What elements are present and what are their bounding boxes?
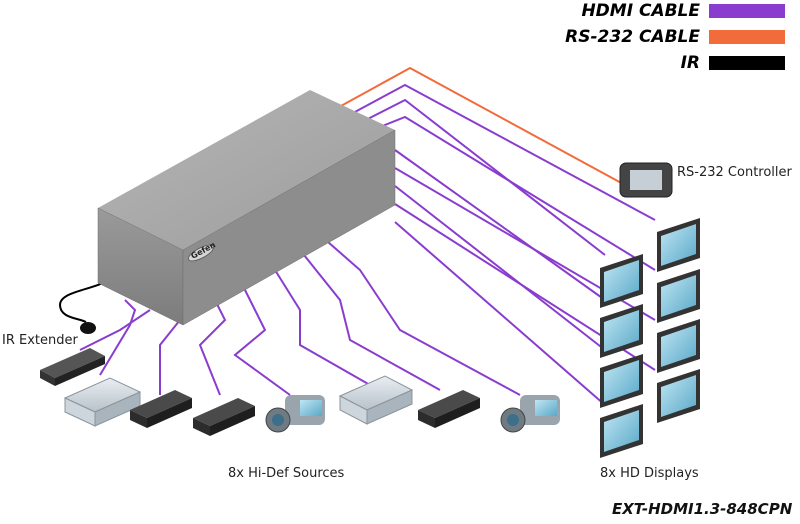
display-1 <box>657 218 700 272</box>
hdmi-cable-in-4 <box>233 289 291 396</box>
source-camcorder-7 <box>500 395 560 433</box>
ir-cable <box>58 281 106 323</box>
hdmi-cable-in-6 <box>299 249 441 391</box>
hdmi-cable-out-6 <box>394 185 606 351</box>
matrix-switcher <box>97 90 396 326</box>
hdmi-cable-out-1 <box>339 83 656 221</box>
hdmi-cable-out-8 <box>394 221 606 406</box>
controller-label: RS-232 Controller <box>677 165 792 180</box>
sources <box>63 375 560 436</box>
hdmi-cable-in-1 <box>99 299 137 376</box>
model-number: EXT-HDMI1.3-848CPN <box>612 500 793 518</box>
hdmi-cable-in-7 <box>319 234 521 396</box>
source-box-2 <box>130 390 192 428</box>
source-camcorder-4 <box>265 395 325 433</box>
legend-rs232-label: RS-232 CABLE <box>565 27 700 47</box>
hdmi-cables-inputs <box>79 234 521 396</box>
display-8 <box>600 404 643 458</box>
source-receiver-1 <box>63 377 142 427</box>
legend-ir-label: IR <box>680 53 700 73</box>
sources-label: 8x Hi-Def Sources <box>228 466 345 481</box>
display-7 <box>600 354 643 408</box>
legend-hdmi-swatch <box>709 4 785 18</box>
source-box-6 <box>418 390 480 428</box>
rs232-controller-device <box>619 162 673 198</box>
source-box-3 <box>193 398 255 436</box>
legend-ir-swatch <box>709 56 785 70</box>
display-5 <box>600 254 643 308</box>
display-4 <box>657 369 700 423</box>
legend-rs232-swatch <box>709 30 785 44</box>
displays-label: 8x HD Displays <box>600 466 699 481</box>
displays <box>600 218 700 458</box>
hdmi-cable-in-5 <box>274 269 371 386</box>
hdmi-cable-in-8 <box>79 309 151 351</box>
display-2 <box>657 269 700 323</box>
rs232-cable <box>329 66 626 186</box>
hdmi-cable-in-3 <box>198 299 227 396</box>
display-6 <box>600 304 643 358</box>
display-3 <box>657 319 700 373</box>
hdmi-cable-out-4 <box>394 149 606 301</box>
legend-hdmi-label: HDMI CABLE <box>581 1 700 21</box>
ir-extender-device <box>40 322 105 386</box>
source-receiver-5 <box>338 375 414 425</box>
ir-extender-label: IR Extender <box>2 333 78 348</box>
